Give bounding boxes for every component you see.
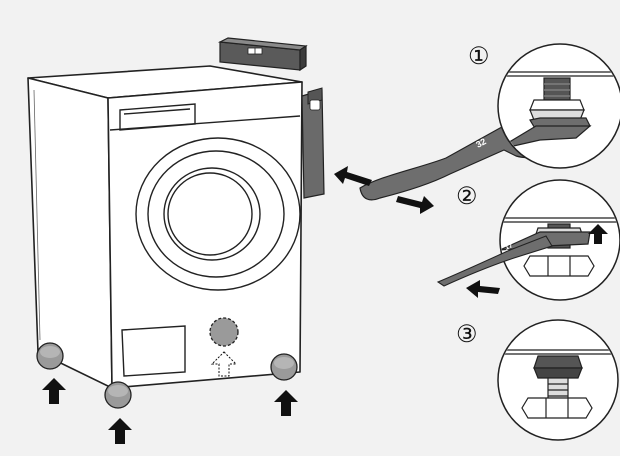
- step-2-right-arrow: [466, 280, 500, 298]
- arrow-right: [396, 196, 434, 214]
- machine-feet: [36, 317, 298, 409]
- spirit-level: [217, 37, 308, 72]
- motion-arrows: [334, 166, 434, 214]
- rear-panel: [301, 87, 325, 199]
- step-1-detail: ①: [468, 43, 620, 169]
- up-arrow-3: [274, 390, 298, 416]
- up-arrow-hidden: [210, 351, 238, 377]
- up-arrow-1: [42, 378, 66, 404]
- step-2-detail: 17 ②: [436, 179, 620, 301]
- arrow-left: [334, 166, 372, 186]
- up-arrows: [42, 351, 298, 444]
- small-wrench: [436, 235, 553, 287]
- service-panel: [121, 325, 186, 377]
- step-1-label: ①: [468, 43, 490, 70]
- detergent-drawer: [119, 103, 196, 131]
- step-3-label: ③: [456, 321, 478, 348]
- machine-details: [33, 89, 301, 377]
- door-ring-outer: [135, 137, 301, 291]
- small-wrench-label: 17: [504, 242, 514, 251]
- up-arrow-2: [108, 418, 132, 444]
- door-ring-mid: [147, 150, 285, 278]
- wrench-size-label: 32: [474, 136, 488, 150]
- machine-side: [27, 77, 113, 389]
- foot-right-back-hidden: [209, 317, 239, 347]
- step-2-label: ②: [456, 183, 478, 210]
- step-2-up-arrow: [588, 224, 608, 244]
- door-glass: [163, 167, 261, 261]
- step-3-detail: ③: [456, 319, 619, 441]
